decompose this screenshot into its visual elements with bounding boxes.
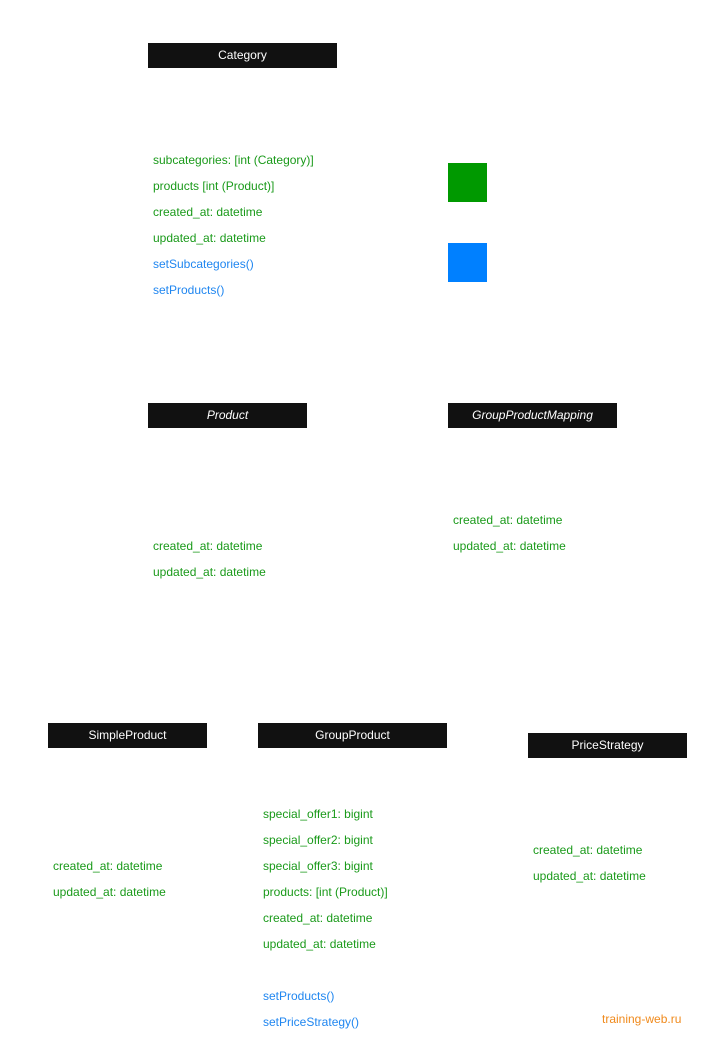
- product-class-header: Product: [148, 403, 307, 428]
- method-color-swatch: [448, 243, 487, 282]
- group-product-attribute: special_offer3: bigint: [263, 859, 373, 873]
- category-attribute: subcategories: [int (Category)]: [153, 153, 314, 167]
- group-product-mapping-class-header: GroupProductMapping: [448, 403, 617, 428]
- category-attribute: updated_at: datetime: [153, 231, 266, 245]
- watermark-text: training-web.ru: [602, 1012, 682, 1026]
- product-attribute: created_at: datetime: [153, 539, 263, 553]
- price-strategy-attribute: created_at: datetime: [533, 843, 643, 857]
- simple-product-attribute: created_at: datetime: [53, 859, 163, 873]
- attribute-color-swatch: [448, 163, 487, 202]
- group-product-mapping-attribute: updated_at: datetime: [453, 539, 566, 553]
- group-product-class-header: GroupProduct: [258, 723, 447, 748]
- price-strategy-class-header: PriceStrategy: [528, 733, 687, 758]
- group-product-attribute: special_offer1: bigint: [263, 807, 373, 821]
- category-method: setSubcategories(): [153, 257, 254, 271]
- product-attribute: updated_at: datetime: [153, 565, 266, 579]
- category-class-header: Category: [148, 43, 337, 68]
- simple-product-attribute: updated_at: datetime: [53, 885, 166, 899]
- group-product-attribute: created_at: datetime: [263, 911, 373, 925]
- group-product-method: setProducts(): [263, 989, 335, 1003]
- category-method: setProducts(): [153, 283, 225, 297]
- group-product-mapping-attribute: created_at: datetime: [453, 513, 563, 527]
- group-product-attribute: products: [int (Product)]: [263, 885, 388, 899]
- group-product-attribute: updated_at: datetime: [263, 937, 376, 951]
- group-product-method: setPriceStrategy(): [263, 1015, 360, 1029]
- price-strategy-attribute: updated_at: datetime: [533, 869, 646, 883]
- category-attribute: created_at: datetime: [153, 205, 263, 219]
- group-product-attribute: special_offer2: bigint: [263, 833, 373, 847]
- simple-product-class-header: SimpleProduct: [48, 723, 207, 748]
- category-attribute: products [int (Product)]: [153, 179, 275, 193]
